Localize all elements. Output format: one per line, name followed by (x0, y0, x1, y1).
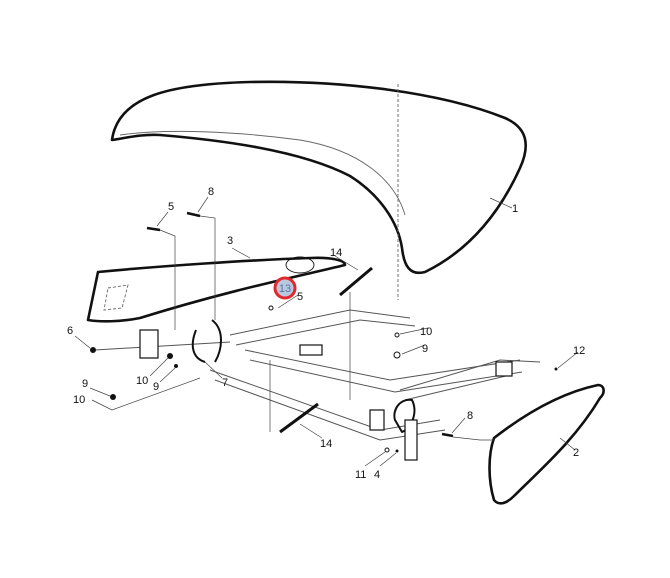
callout-10[interactable]: 10 (420, 326, 432, 338)
callout-9[interactable]: 9 (153, 381, 159, 393)
callout-11[interactable]: 11 (355, 469, 366, 481)
callout-5[interactable]: 5 (168, 201, 174, 213)
callout-13[interactable]: 13 (279, 283, 291, 295)
side-panel-part (86, 247, 347, 323)
callout-2[interactable]: 2 (573, 447, 579, 459)
callout-6[interactable]: 6 (67, 325, 73, 337)
callout-4[interactable]: 4 (374, 469, 380, 481)
hood-part (110, 80, 527, 300)
callout-14[interactable]: 14 (320, 438, 332, 450)
callout-10[interactable]: 10 (73, 394, 85, 406)
callout-labels: 1 2 3 4 5 5 6 7 8 8 9 9 9 10 10 10 11 12… (67, 186, 585, 481)
callout-1[interactable]: 1 (512, 203, 518, 215)
fasteners (74, 196, 579, 467)
callout-12[interactable]: 12 (573, 345, 585, 357)
callout-9[interactable]: 9 (422, 343, 428, 355)
callout-7[interactable]: 7 (222, 377, 228, 389)
callout-13-highlight[interactable]: 13 (273, 276, 297, 300)
callout-3[interactable]: 3 (227, 235, 233, 247)
callout-14[interactable]: 14 (330, 247, 342, 259)
fender-part (488, 383, 605, 505)
callout-9[interactable]: 9 (82, 378, 88, 390)
callout-8[interactable]: 8 (467, 410, 473, 422)
callout-10[interactable]: 10 (136, 375, 148, 387)
frame-assembly (94, 309, 541, 461)
callout-5[interactable]: 5 (297, 291, 303, 303)
callout-8[interactable]: 8 (208, 186, 214, 198)
